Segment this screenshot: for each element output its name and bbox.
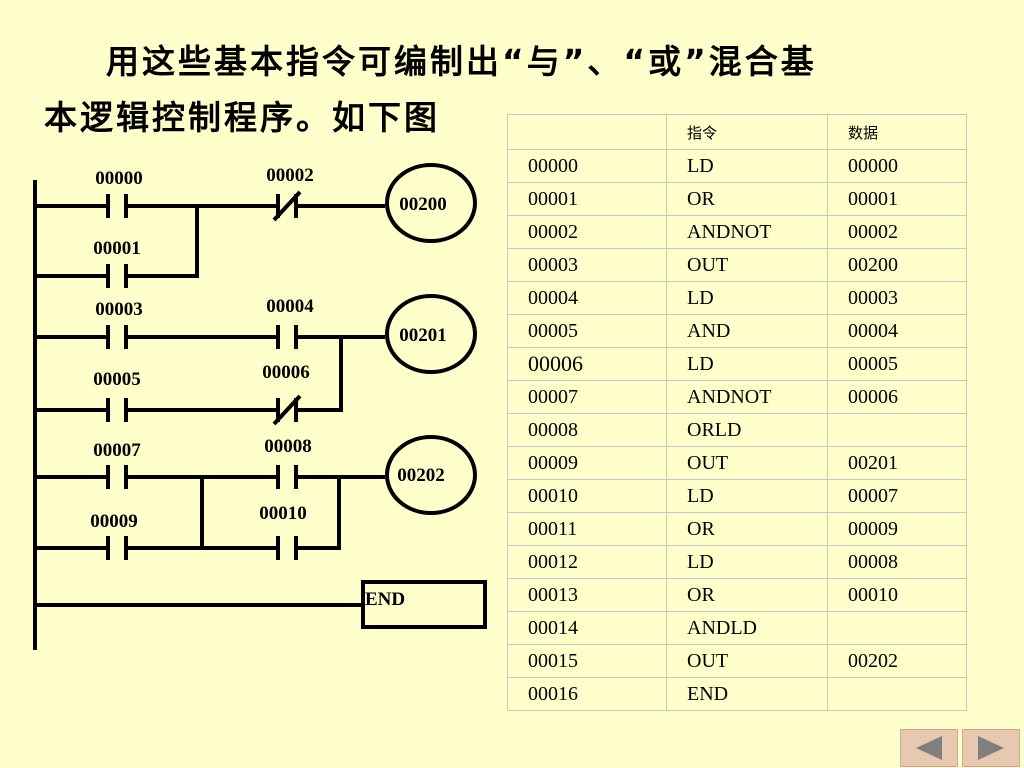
contact-label: 00007 (93, 440, 141, 461)
table-header-row: 指令 数据 (507, 114, 967, 150)
triangle-left-icon (916, 736, 942, 760)
intro-line-2: 本逻辑控制程序。如下图 (44, 98, 440, 137)
table-header (507, 114, 667, 150)
next-slide-button[interactable] (962, 729, 1020, 767)
coil-label: 00200 (399, 194, 447, 215)
rung-3 (35, 435, 477, 560)
coil-00201 (385, 294, 477, 374)
coil-00200 (385, 163, 477, 243)
coil-label: 00201 (399, 325, 447, 346)
intro-text: 用这些基本指令可编制出“与”、“或”混合基本逻辑控制程序。如下图 (44, 34, 984, 146)
contact-label: 00000 (95, 168, 143, 189)
table-header: 数据 (827, 114, 967, 150)
rung-1 (35, 163, 477, 288)
contact-label: 00008 (264, 436, 312, 457)
end-label: END (365, 589, 405, 610)
rung-2 (35, 294, 477, 426)
triangle-right-icon (978, 736, 1004, 760)
contact-label: 00005 (93, 369, 141, 390)
previous-slide-button[interactable] (900, 729, 958, 767)
coil-00202 (385, 435, 477, 515)
contact-label: 00009 (90, 511, 138, 532)
coil-label: 00202 (397, 465, 445, 486)
contact-label: 00004 (266, 296, 314, 317)
contact-label: 00006 (262, 362, 310, 383)
end-box (361, 580, 487, 629)
ladder-diagram: 00000 00002 00001 00003 00004 00005 0000… (33, 163, 487, 650)
contact-label: 00010 (259, 503, 307, 524)
table-header: 指令 (666, 114, 828, 150)
intro-line-1: 用这些基本指令可编制出“与”、“或”混合基 (106, 42, 817, 81)
rung-end (35, 580, 487, 629)
contact-label: 00001 (93, 238, 141, 259)
contact-label: 00002 (266, 165, 314, 186)
contact-label: 00003 (95, 299, 143, 320)
